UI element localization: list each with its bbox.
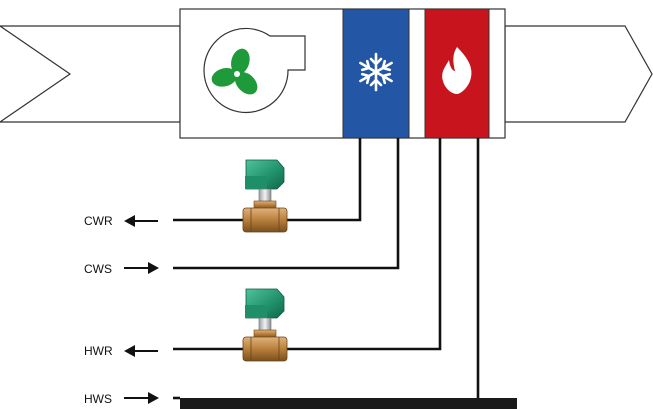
hws-label: HWS — [84, 392, 112, 406]
hwr-label: HWR — [84, 344, 113, 358]
inlet-duct — [0, 25, 181, 123]
cwr-label: CWR — [84, 214, 113, 228]
arrow-left-icon — [124, 215, 158, 227]
outlet-duct — [504, 25, 653, 123]
hwr-valve — [242, 288, 288, 362]
arrow-right-icon — [124, 262, 159, 274]
arrow-right-icon — [124, 392, 159, 404]
piping — [173, 138, 480, 398]
hws-pipe-bar — [180, 398, 517, 409]
fan-icon — [211, 48, 258, 95]
flame-icon — [442, 47, 472, 94]
fan-housing — [203, 27, 306, 113]
arrow-left-icon — [124, 345, 158, 357]
cwr-pipe — [173, 138, 362, 222]
cws-pipe — [173, 138, 400, 270]
hwr-pipe — [173, 138, 442, 351]
fan-section — [203, 27, 306, 113]
cws-label: CWS — [84, 262, 112, 276]
snowflake-icon — [359, 52, 393, 92]
cwr-valve — [242, 159, 288, 233]
